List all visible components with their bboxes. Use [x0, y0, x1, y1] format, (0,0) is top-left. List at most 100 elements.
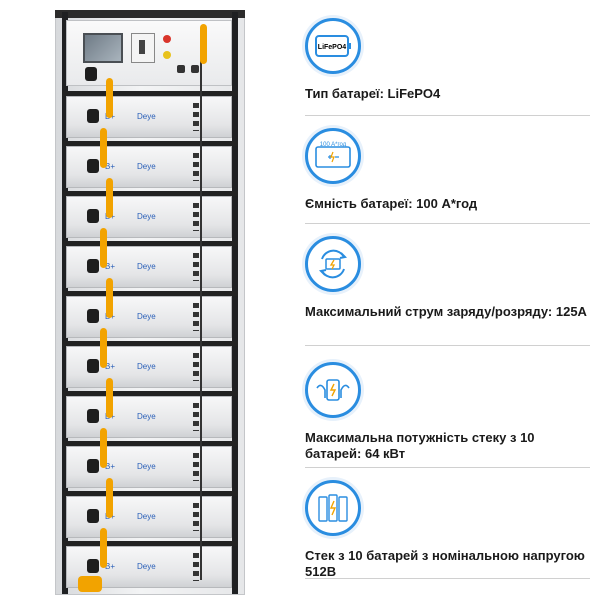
battery-module: B+ Deye — [66, 246, 232, 288]
power-plug — [87, 409, 99, 423]
power-cable — [100, 328, 107, 368]
module-ports — [193, 553, 199, 581]
spec-battery-type: LiFePO4 Тип батареї: LiFePO4 — [305, 18, 590, 102]
module-terminal-label: B+ — [105, 162, 116, 171]
module-brand-label: Deye — [137, 562, 156, 571]
divider — [305, 578, 590, 579]
communication-cable — [200, 60, 202, 580]
spec-label: Максимальна потужність стеку з 10 батаре… — [305, 430, 535, 461]
module-ports — [193, 103, 199, 131]
module-brand-label: Deye — [137, 162, 156, 171]
module-shelf — [62, 191, 238, 196]
spec-label: Стек з 10 батарей з номінальною напругою… — [305, 548, 585, 579]
power-cable — [100, 428, 107, 468]
module-brand-label: Deye — [137, 112, 156, 121]
power-cable — [106, 178, 113, 218]
power-cable — [106, 278, 113, 318]
spec-stack: Стек з 10 батарей з номінальною напругою… — [305, 480, 590, 580]
power-plug — [87, 159, 99, 173]
module-shelf — [62, 491, 238, 496]
rack-top-bar — [55, 10, 245, 18]
power-cable — [200, 24, 207, 64]
module-brand-label: Deye — [137, 412, 156, 421]
charge-cycle-icon — [305, 236, 361, 292]
battery-module: B+ Deye — [66, 446, 232, 488]
control-module — [66, 20, 232, 86]
capacity-icon-text: 100 A*год — [320, 142, 347, 148]
module-ports — [193, 303, 199, 331]
control-display — [83, 33, 123, 63]
battery-module: B+Deye — [66, 96, 232, 138]
module-shelf — [62, 291, 238, 296]
rack-post-right — [232, 12, 238, 594]
module-terminal-label: B+ — [105, 562, 116, 571]
battery-module: B+Deye — [66, 396, 232, 438]
battery-module: B+ Deye — [66, 346, 232, 388]
power-plug — [87, 209, 99, 223]
power-hands-icon — [305, 362, 361, 418]
module-brand-label: Deye — [137, 212, 156, 221]
power-plug — [85, 67, 97, 81]
module-ports — [193, 503, 199, 531]
divider — [305, 115, 590, 116]
module-shelf — [62, 341, 238, 346]
module-shelf — [62, 91, 238, 96]
divider — [305, 345, 590, 346]
battery-module: B+Deye — [66, 496, 232, 538]
power-cable — [100, 528, 107, 568]
control-port — [177, 65, 185, 73]
divider — [305, 223, 590, 224]
module-brand-label: Deye — [137, 362, 156, 371]
power-button-red — [163, 35, 171, 43]
lifepo4-icon-text: LiFePO4 — [318, 44, 347, 51]
spec-label: Тип батареї: LiFePO4 — [305, 86, 441, 101]
lifepo4-icon: LiFePO4 — [305, 18, 361, 74]
power-plug — [87, 109, 99, 123]
module-shelf — [62, 141, 238, 146]
module-ports — [193, 453, 199, 481]
module-terminal-label: B+ — [105, 262, 116, 271]
module-shelf — [62, 391, 238, 396]
module-shelf — [62, 441, 238, 446]
power-plug — [87, 309, 99, 323]
battery-capacity-icon: 100 A*год — [305, 128, 361, 184]
module-ports — [193, 153, 199, 181]
power-plug — [87, 459, 99, 473]
module-shelf — [62, 241, 238, 246]
module-terminal-label: B+ — [105, 462, 116, 471]
battery-module: B+Deye — [66, 196, 232, 238]
module-brand-label: Deye — [137, 262, 156, 271]
control-port — [191, 65, 199, 73]
power-plug — [87, 559, 99, 573]
power-plug — [87, 509, 99, 523]
module-ports — [193, 203, 199, 231]
module-ports — [193, 403, 199, 431]
spec-current: Максимальний струм заряду/розряду: 125A — [305, 236, 590, 320]
module-shelf — [62, 541, 238, 546]
power-cable — [106, 478, 113, 518]
power-plug — [87, 259, 99, 273]
power-cable — [100, 228, 107, 268]
power-cable — [78, 576, 102, 592]
divider — [305, 467, 590, 468]
battery-rack-image: B+DeyeB+DeyeB+DeyeB+DeyeB+DeyeB+DeyeB+De… — [55, 10, 245, 595]
power-cable — [106, 78, 113, 118]
spec-capacity: 100 A*год Ємність батареї: 100 A*год — [305, 128, 590, 212]
module-brand-label: Deye — [137, 312, 156, 321]
power-cable — [106, 378, 113, 418]
power-cable — [100, 128, 107, 168]
module-brand-label: Deye — [137, 512, 156, 521]
module-terminal-label: B+ — [105, 362, 116, 371]
module-brand-label: Deye — [137, 462, 156, 471]
module-ports — [193, 353, 199, 381]
indicator-yellow — [163, 51, 171, 59]
module-ports — [193, 253, 199, 281]
spec-label: Ємність батареї: 100 A*год — [305, 196, 478, 211]
circuit-breaker — [131, 33, 155, 63]
battery-module: B+Deye — [66, 296, 232, 338]
power-plug — [87, 359, 99, 373]
spec-label: Максимальний струм заряду/розряду: 125A — [305, 304, 587, 319]
rack-post-left — [62, 12, 68, 594]
battery-stack-icon — [305, 480, 361, 536]
battery-module: B+ Deye — [66, 146, 232, 188]
